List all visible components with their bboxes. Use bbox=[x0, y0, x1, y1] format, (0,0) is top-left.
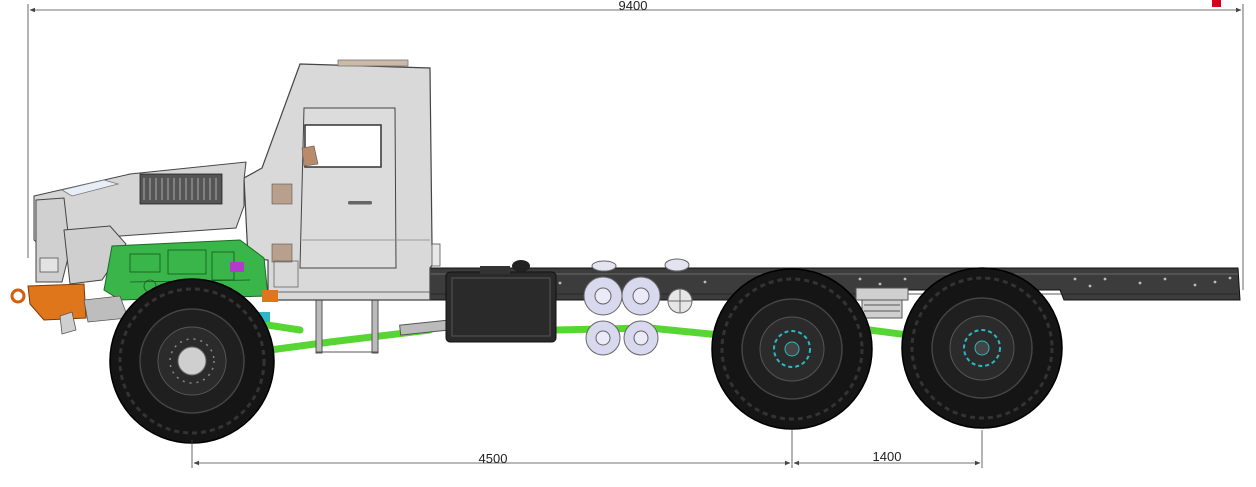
cab bbox=[243, 59, 441, 301]
tandem-spacing-label: 1400 bbox=[873, 449, 902, 464]
wheelbase-label: 4500 bbox=[479, 451, 508, 466]
wheelbase-dimension: 4500 bbox=[193, 451, 791, 466]
rear-wheel-1 bbox=[711, 268, 873, 430]
overall-length-label: 9400 bbox=[619, 0, 648, 13]
overall-length-dimension: 9400 bbox=[27, 0, 1244, 290]
air-tanks bbox=[583, 258, 693, 356]
tandem-spacing-dimension: 1400 bbox=[793, 449, 981, 466]
hood bbox=[33, 161, 247, 285]
front-wheel bbox=[109, 278, 275, 444]
fuel-tank bbox=[445, 260, 557, 343]
drive-shaft bbox=[315, 297, 461, 354]
rear-wheel-2 bbox=[901, 267, 1063, 429]
wheel-center-lines bbox=[191, 430, 983, 468]
marker-square bbox=[1212, 0, 1221, 7]
